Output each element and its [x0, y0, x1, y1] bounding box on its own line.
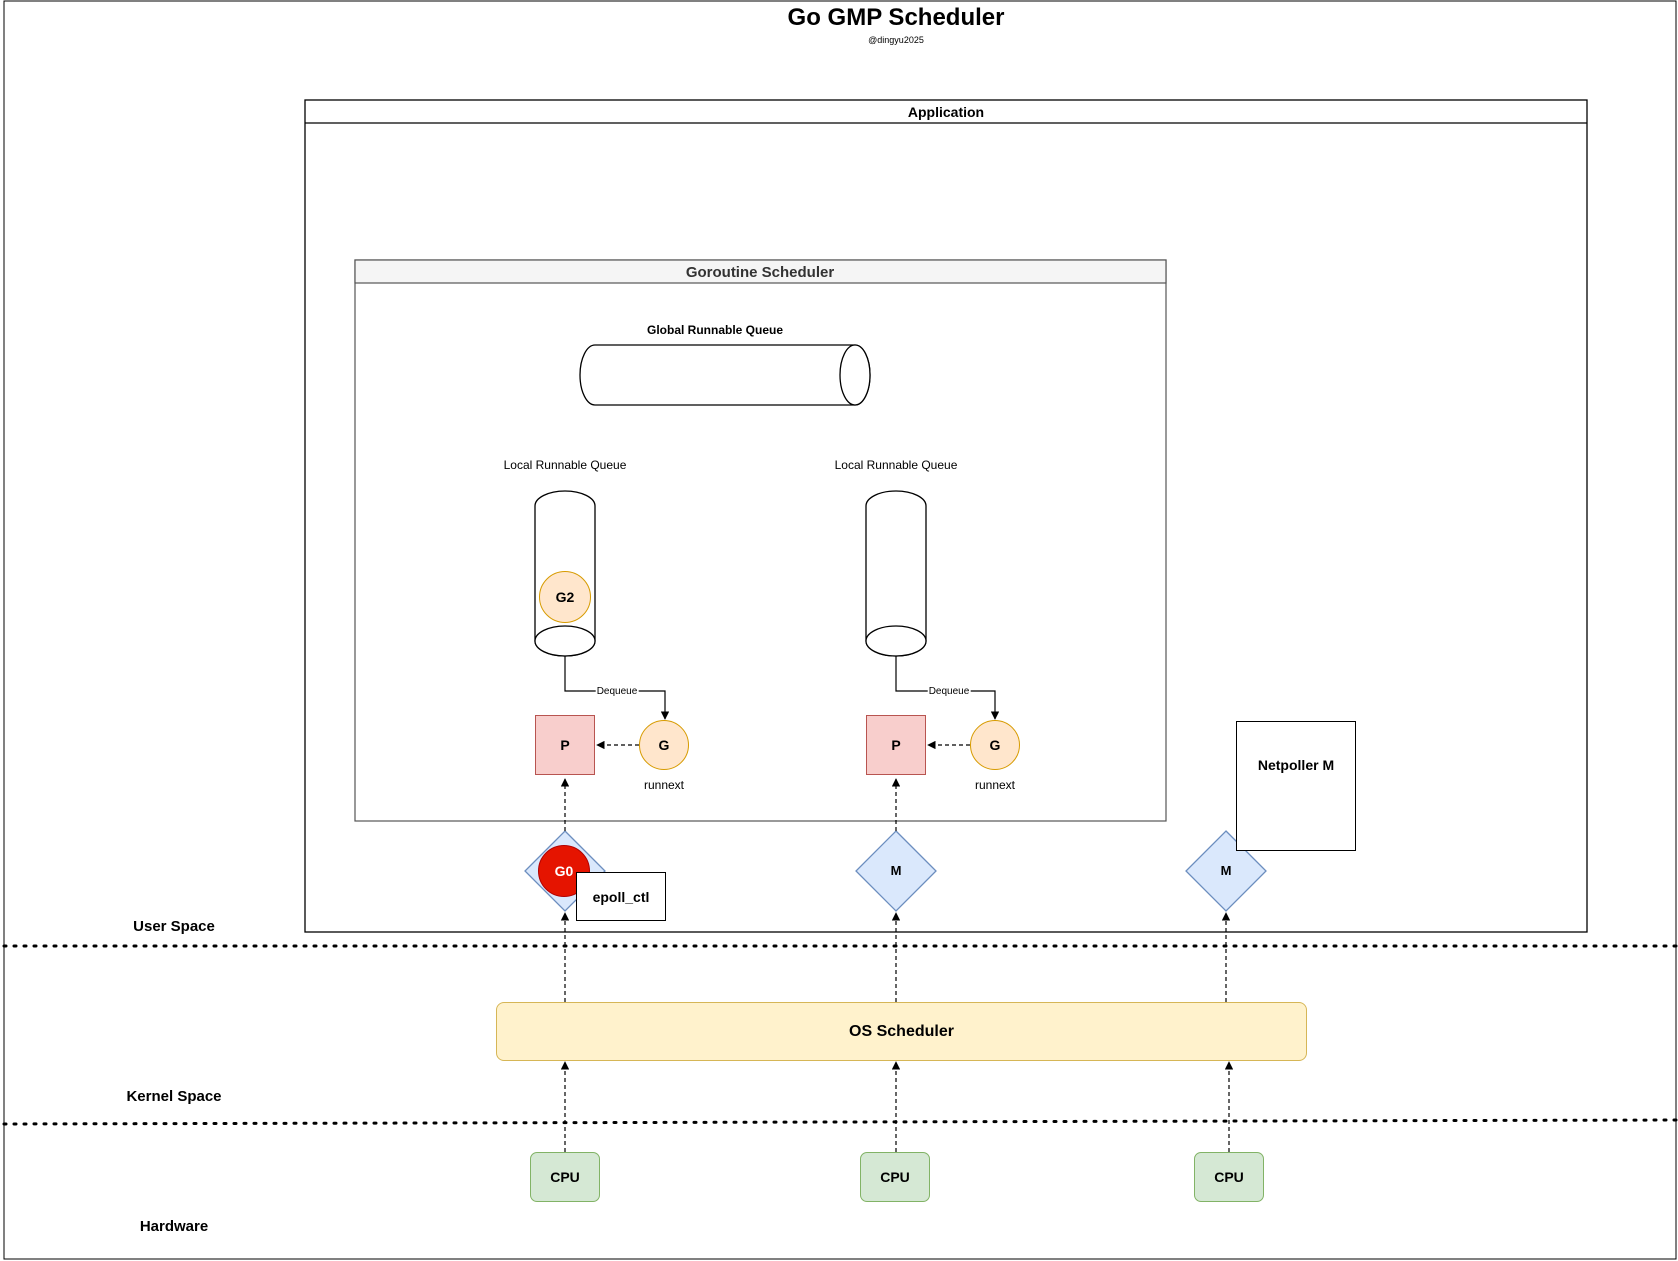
- global-queue-label: Global Runnable Queue: [646, 323, 784, 337]
- goroutine-scheduler-container: [354, 259, 1167, 822]
- goroutine-scheduler-label: Goroutine Scheduler: [685, 264, 835, 281]
- m-thread-3-label: M: [1220, 863, 1232, 878]
- local-queue-1-label: Local Runnable Queue: [503, 458, 627, 472]
- application-label: Application: [907, 104, 985, 120]
- m-thread-2-label: M: [890, 863, 902, 878]
- goroutine-g2: G2: [539, 571, 591, 623]
- processor-p-1: P: [535, 715, 595, 775]
- runnext-goroutine-1: G: [639, 720, 689, 770]
- cpu-1: CPU: [530, 1152, 600, 1202]
- local-queue-2-label: Local Runnable Queue: [834, 458, 958, 472]
- user-space-label: User Space: [133, 918, 215, 935]
- m-thread-3-diamond: [1185, 830, 1267, 912]
- local-runnable-queue-2: [865, 490, 927, 657]
- global-runnable-queue: [579, 344, 871, 406]
- diagram-title: Go GMP Scheduler: [787, 4, 1005, 31]
- processor-p-2: P: [866, 715, 926, 775]
- diagram-subtitle: @dingyu2025: [868, 35, 924, 45]
- os-scheduler: OS Scheduler: [496, 1002, 1307, 1061]
- cpu-2: CPU: [860, 1152, 930, 1202]
- runnext-goroutine-2: G: [970, 720, 1020, 770]
- netpoller-m-box: Netpoller M: [1236, 721, 1356, 851]
- runnext-label-2: runnext: [974, 778, 1016, 792]
- dequeue-label-2: Dequeue: [927, 686, 971, 697]
- kernel-space-label: Kernel Space: [126, 1088, 222, 1105]
- runnext-label-1: runnext: [643, 778, 685, 792]
- outer-frame: [3, 0, 1677, 1260]
- dequeue-label-1: Dequeue: [595, 686, 639, 697]
- hardware-label: Hardware: [139, 1218, 209, 1235]
- m-thread-2-diamond: [855, 830, 937, 912]
- cpu-3: CPU: [1194, 1152, 1264, 1202]
- kernel-hardware-separator: [2, 1118, 1678, 1126]
- epoll-ctl-box: epoll_ctl: [576, 872, 666, 921]
